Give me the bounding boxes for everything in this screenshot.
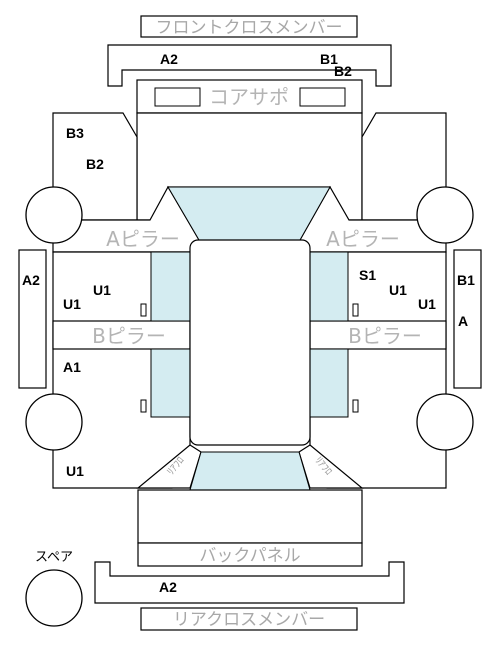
front-cross-member-bracket: [107, 44, 392, 87]
core-support-label: コアサポ: [209, 85, 289, 109]
left-a-pillar-label: Aピラー: [106, 227, 180, 251]
front-right-wheel: [416, 186, 474, 244]
back-panel-label: バックパネル: [199, 546, 300, 565]
left-front-window: [150, 251, 191, 322]
left-rear-door-handle: [140, 399, 147, 413]
right-a-pillar-label: Aピラー: [326, 227, 400, 251]
left-front-door-handle: [140, 303, 147, 317]
right-b-pillar-label: Bピラー: [348, 324, 422, 348]
right-front-fender: [361, 112, 447, 221]
left-side-sill: [18, 249, 47, 389]
grade-left-fender-b3: B3: [66, 125, 84, 141]
grade-front-member-right-b2: B2: [334, 63, 352, 79]
right-b-pillar-band: [309, 320, 447, 350]
grade-right-front-door-s1: S1: [359, 267, 376, 283]
grade-left-rear-door: A1: [63, 359, 81, 375]
grade-front-member-right-b1: B1: [320, 51, 338, 67]
rear-cross-member-label: リアクロスメンバー: [173, 610, 325, 629]
grade-right-front-door-b: U1: [418, 296, 436, 312]
grade-rear-member: A2: [159, 579, 177, 595]
grade-right-front-door-a: U1: [389, 282, 407, 298]
spare-tire: [25, 569, 83, 627]
front-left-wheel: [25, 186, 83, 244]
left-b-pillar-band: [52, 320, 191, 350]
left-b-pillar-label: Bピラー: [92, 324, 166, 348]
right-front-window: [309, 251, 349, 322]
right-front-door-handle: [352, 303, 359, 317]
front-cross-member-label: フロントクロスメンバー: [156, 18, 343, 37]
right-side-sill: [453, 249, 482, 389]
rear-window: [189, 451, 311, 491]
grade-left-rear-quarter: U1: [66, 463, 84, 479]
right-rear-pillar: [298, 444, 364, 489]
spare-label: スペア: [35, 550, 73, 565]
trunk: [137, 489, 363, 544]
back-panel: バックパネル: [137, 542, 363, 567]
grade-left-front-door-b: U1: [63, 296, 81, 312]
rear-cross-member-bracket: [94, 561, 405, 604]
grade-front-member-left: A2: [160, 51, 178, 67]
left-rear-pillar: [136, 444, 202, 489]
front-cross-member: フロントクロスメンバー: [140, 15, 358, 38]
left-rear-window: [150, 348, 191, 418]
rear-cross-member: リアクロスメンバー: [140, 607, 358, 631]
roof: [189, 239, 311, 446]
rear-left-wheel: [25, 393, 83, 451]
core-support-left-slot: [154, 87, 201, 107]
core-support: コアサポ: [136, 79, 363, 114]
right-rear-door-handle: [352, 399, 359, 413]
grade-left-sill: A2: [22, 272, 40, 288]
grade-right-sill-b1: B1: [457, 272, 475, 288]
grade-left-front-door-a: U1: [93, 282, 111, 298]
rear-right-wheel: [416, 393, 474, 451]
grade-left-fender-b2: B2: [86, 156, 104, 172]
grade-right-sill-a: A: [458, 313, 468, 329]
right-rear-window: [309, 348, 349, 418]
core-support-right-slot: [299, 87, 346, 107]
